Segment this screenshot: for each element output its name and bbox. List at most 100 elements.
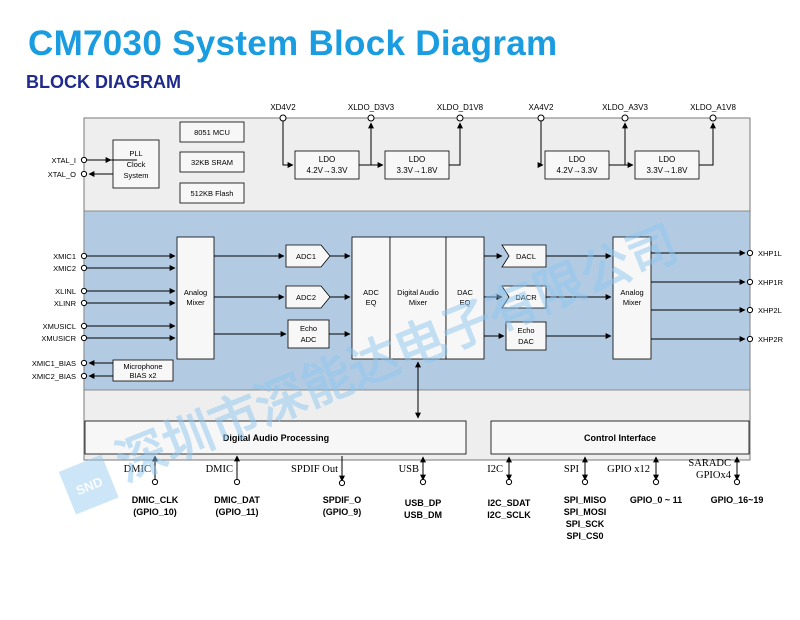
pin-xa4v2: XA4V2	[529, 103, 554, 112]
mic-bias-block	[112, 359, 174, 382]
digital-audio-processing-label: Digital Audio Processing	[223, 433, 329, 443]
pin-xldo-d3v3: XLDO_D3V3	[348, 103, 395, 112]
ldo-d1-label: LDO	[319, 155, 335, 164]
dacl-block	[501, 244, 547, 268]
pin-xmic1-bias: XMIC1_BIAS	[32, 359, 76, 368]
adc-eq-block	[351, 236, 391, 360]
analog-mixer-in-label-2: Mixer	[186, 298, 205, 307]
pin-xldo-a1v8: XLDO_A1V8	[690, 103, 736, 112]
analog-mixer-in	[176, 236, 215, 360]
adc1-label: ADC1	[296, 252, 316, 261]
pin-usb-dm: USB_DM	[404, 510, 442, 520]
dac-eq-label-2: EQ	[460, 298, 471, 307]
echo-adc-label-1: Echo	[300, 324, 317, 333]
bus-usb: USB	[399, 464, 419, 475]
pin-xd4v2: XD4V2	[270, 103, 296, 112]
digital-audio-mixer-block	[389, 236, 447, 360]
bus-spi: SPI	[564, 464, 580, 475]
pin-xmusicr: XMUSICR	[41, 334, 76, 343]
flash-label: 512KB Flash	[191, 189, 234, 198]
ldo-d1-range: 4.2V→3.3V	[307, 166, 349, 175]
dacr-block	[501, 285, 547, 309]
ldo-d2-range: 3.3V→1.8V	[397, 166, 439, 175]
ldo-d2	[384, 150, 450, 180]
pin-xtal-o: XTAL_O	[48, 170, 76, 179]
pin-xmic2: XMIC2	[53, 264, 76, 273]
digital-audio-mixer-label-2: Mixer	[409, 298, 428, 307]
page-subtitle: BLOCK DIAGRAM	[26, 72, 181, 92]
pin-spi-cs0: SPI_CS0	[566, 531, 603, 541]
pin-gpio-0-11: GPIO_0 ~ 11	[630, 495, 682, 505]
adc1-block	[285, 244, 331, 268]
pll-label-3: System	[123, 171, 148, 180]
echo-adc-block	[287, 319, 330, 349]
pll-label-1: PLL	[129, 149, 142, 158]
ldo-d2-label: LDO	[409, 155, 425, 164]
pin-dmic-clk-gpio: (GPIO_10)	[133, 507, 177, 517]
pin-i2c-sclk: I2C_SCLK	[487, 510, 531, 520]
analog-mixer-out-label-1: Analog	[620, 288, 643, 297]
pin-xhp1r: XHP1R	[758, 278, 784, 287]
ldo-d1	[294, 150, 360, 180]
bus-dmic-1: DMIC	[124, 464, 151, 475]
pin-spi-sck: SPI_SCK	[566, 519, 605, 529]
pin-xtal-i: XTAL_I	[52, 156, 76, 165]
analog-mixer-out-label-2: Mixer	[623, 298, 642, 307]
mic-bias-label-1: Microphone	[123, 362, 162, 371]
pin-xmusicl: XMUSICL	[43, 322, 76, 331]
mic-bias-label-2: BIAS x2	[129, 371, 156, 380]
dac-eq-block	[445, 236, 485, 360]
digital-audio-processing-block	[84, 420, 467, 455]
dacr-label: DACR	[515, 293, 537, 302]
pin-xhp2r: XHP2R	[758, 335, 784, 344]
bus-gpio: GPIO x12	[607, 464, 650, 475]
pin-xmic2-bias: XMIC2_BIAS	[32, 372, 76, 381]
ldo-a1-label: LDO	[569, 155, 585, 164]
right-pins: XHP1L XHP1R XHP2L XHP2R	[746, 249, 784, 344]
pin-spi-mosi: SPI_MOSI	[564, 507, 607, 517]
flash-block	[179, 182, 245, 204]
ldo-a2-label: LDO	[659, 155, 675, 164]
adc2-block	[285, 285, 331, 309]
control-interface-block	[490, 420, 750, 455]
pin-spi-miso: SPI_MISO	[564, 495, 607, 505]
ldo-a2	[634, 150, 700, 180]
analog-mixer-out	[612, 236, 652, 360]
pll-label-2: Clock	[127, 160, 146, 169]
ldo-a1-range: 4.2V→3.3V	[557, 166, 599, 175]
adc2-label: ADC2	[296, 293, 316, 302]
watermark-logo	[58, 454, 119, 515]
pin-xhp2l: XHP2L	[758, 306, 782, 315]
sram-block	[179, 151, 245, 173]
sram-label: 32KB SRAM	[191, 158, 233, 167]
adc-eq-label-2: EQ	[366, 298, 377, 307]
left-pins: XTAL_I XTAL_O XMIC1 XMIC2 XLINL XLINR XM…	[32, 156, 88, 381]
echo-dac-label-2: DAC	[518, 337, 534, 346]
pin-gpio-16-19: GPIO_16~19	[711, 495, 764, 505]
pll-block	[112, 139, 160, 189]
pin-dmic-dat: DMIC_DAT	[214, 495, 260, 505]
echo-adc-label-2: ADC	[301, 335, 317, 344]
pin-xldo-a3v3: XLDO_A3V3	[602, 103, 648, 112]
pin-usb-dp: USB_DP	[405, 498, 442, 508]
pin-xmic1: XMIC1	[53, 252, 76, 261]
control-interface-label: Control Interface	[584, 433, 656, 443]
pin-xhp1l: XHP1L	[758, 249, 782, 258]
pin-dmic-clk: DMIC_CLK	[132, 495, 179, 505]
bus-saradc: SARADC	[688, 458, 731, 469]
pin-xldo-d1v8: XLDO_D1V8	[437, 103, 484, 112]
bus-dmic-2: DMIC	[206, 464, 233, 475]
pin-i2c-sdat: I2C_SDAT	[488, 498, 531, 508]
dacl-label: DACL	[516, 252, 536, 261]
pin-spdif-o: SPDIF_O	[323, 495, 362, 505]
bus-gpiox4: GPIOx4	[696, 470, 732, 481]
dac-eq-label-1: DAC	[457, 288, 473, 297]
bus-spdif: SPDIF Out	[291, 464, 338, 475]
adc-eq-label-1: ADC	[363, 288, 379, 297]
bottom-pins: DMIC DMIC SPDIF Out USB I2C SPI GPIO x12…	[124, 455, 764, 541]
page-title: CM7030 System Block Diagram	[28, 24, 558, 63]
digital-audio-mixer-label-1: Digital Audio	[397, 288, 439, 297]
pin-xlinl: XLINL	[55, 287, 76, 296]
bus-i2c: I2C	[487, 464, 503, 475]
